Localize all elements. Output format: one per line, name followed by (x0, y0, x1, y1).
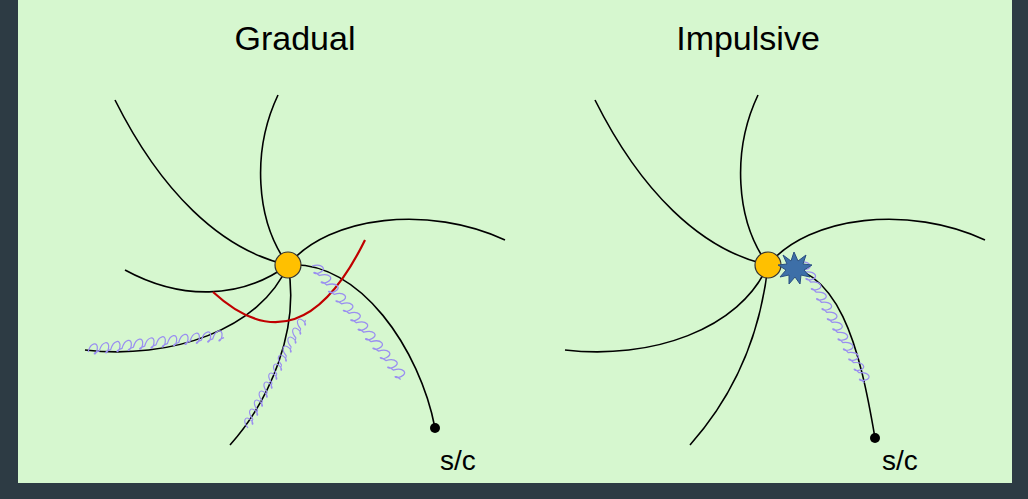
panel-heading: Gradual (235, 20, 356, 57)
panel-heading: Impulsive (676, 20, 820, 57)
spacecraft-dot (870, 433, 880, 443)
spacecraft-label: s/c (440, 446, 476, 477)
particle-paths (798, 259, 871, 384)
field-lines (565, 95, 985, 445)
spacecraft-dot (430, 423, 440, 433)
spacecraft-label: s/c (882, 446, 918, 477)
shock-front (213, 240, 365, 322)
sun (275, 252, 301, 278)
field-lines (85, 95, 505, 445)
flare-burst (778, 252, 812, 284)
background-panel (18, 0, 1012, 483)
particle-paths (87, 261, 407, 429)
